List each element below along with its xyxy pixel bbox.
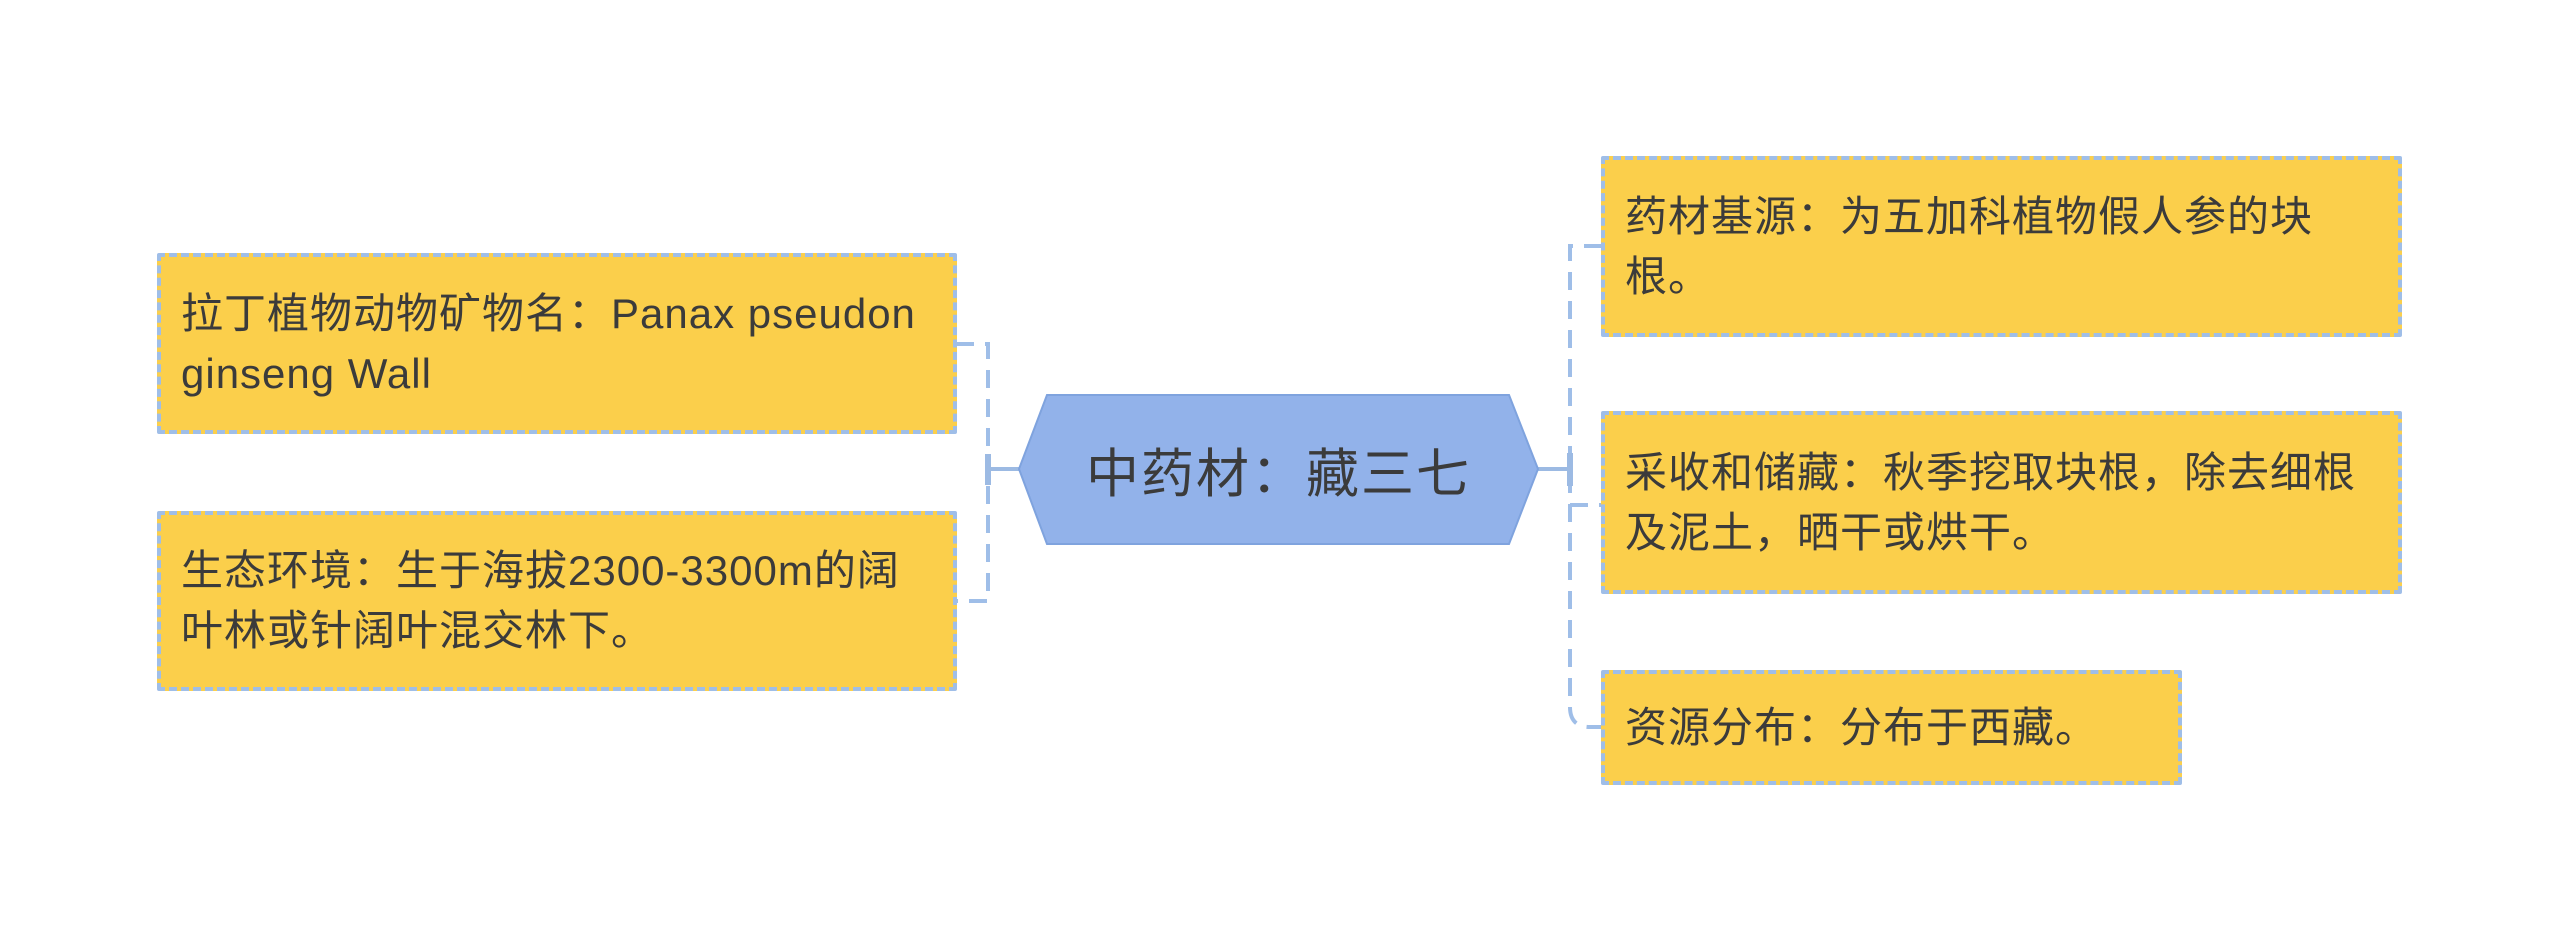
node-herb-source[interactable]: 药材基源：为五加科植物假人参的块根。 <box>1601 156 2402 337</box>
node-harvest-storage[interactable]: 采收和储藏：秋季挖取块根，除去细根及泥土，晒干或烘干。 <box>1601 411 2402 594</box>
node-distribution[interactable]: 资源分布：分布于西藏。 <box>1601 670 2182 785</box>
root-node-shape[interactable] <box>1017 394 1540 545</box>
left-branch-connector <box>956 342 990 603</box>
root-node-label[interactable]: 中药材：藏三七 <box>1086 444 1471 504</box>
node-ecology[interactable]: 生态环境：生于海拔2300-3300m的阔叶林或针阔叶混交林下。 <box>157 511 957 691</box>
node-latin-name[interactable]: 拉丁植物动物矿物名：Panax pseudonginseng Wall <box>157 253 957 434</box>
right-branch-connector <box>1568 244 1602 729</box>
